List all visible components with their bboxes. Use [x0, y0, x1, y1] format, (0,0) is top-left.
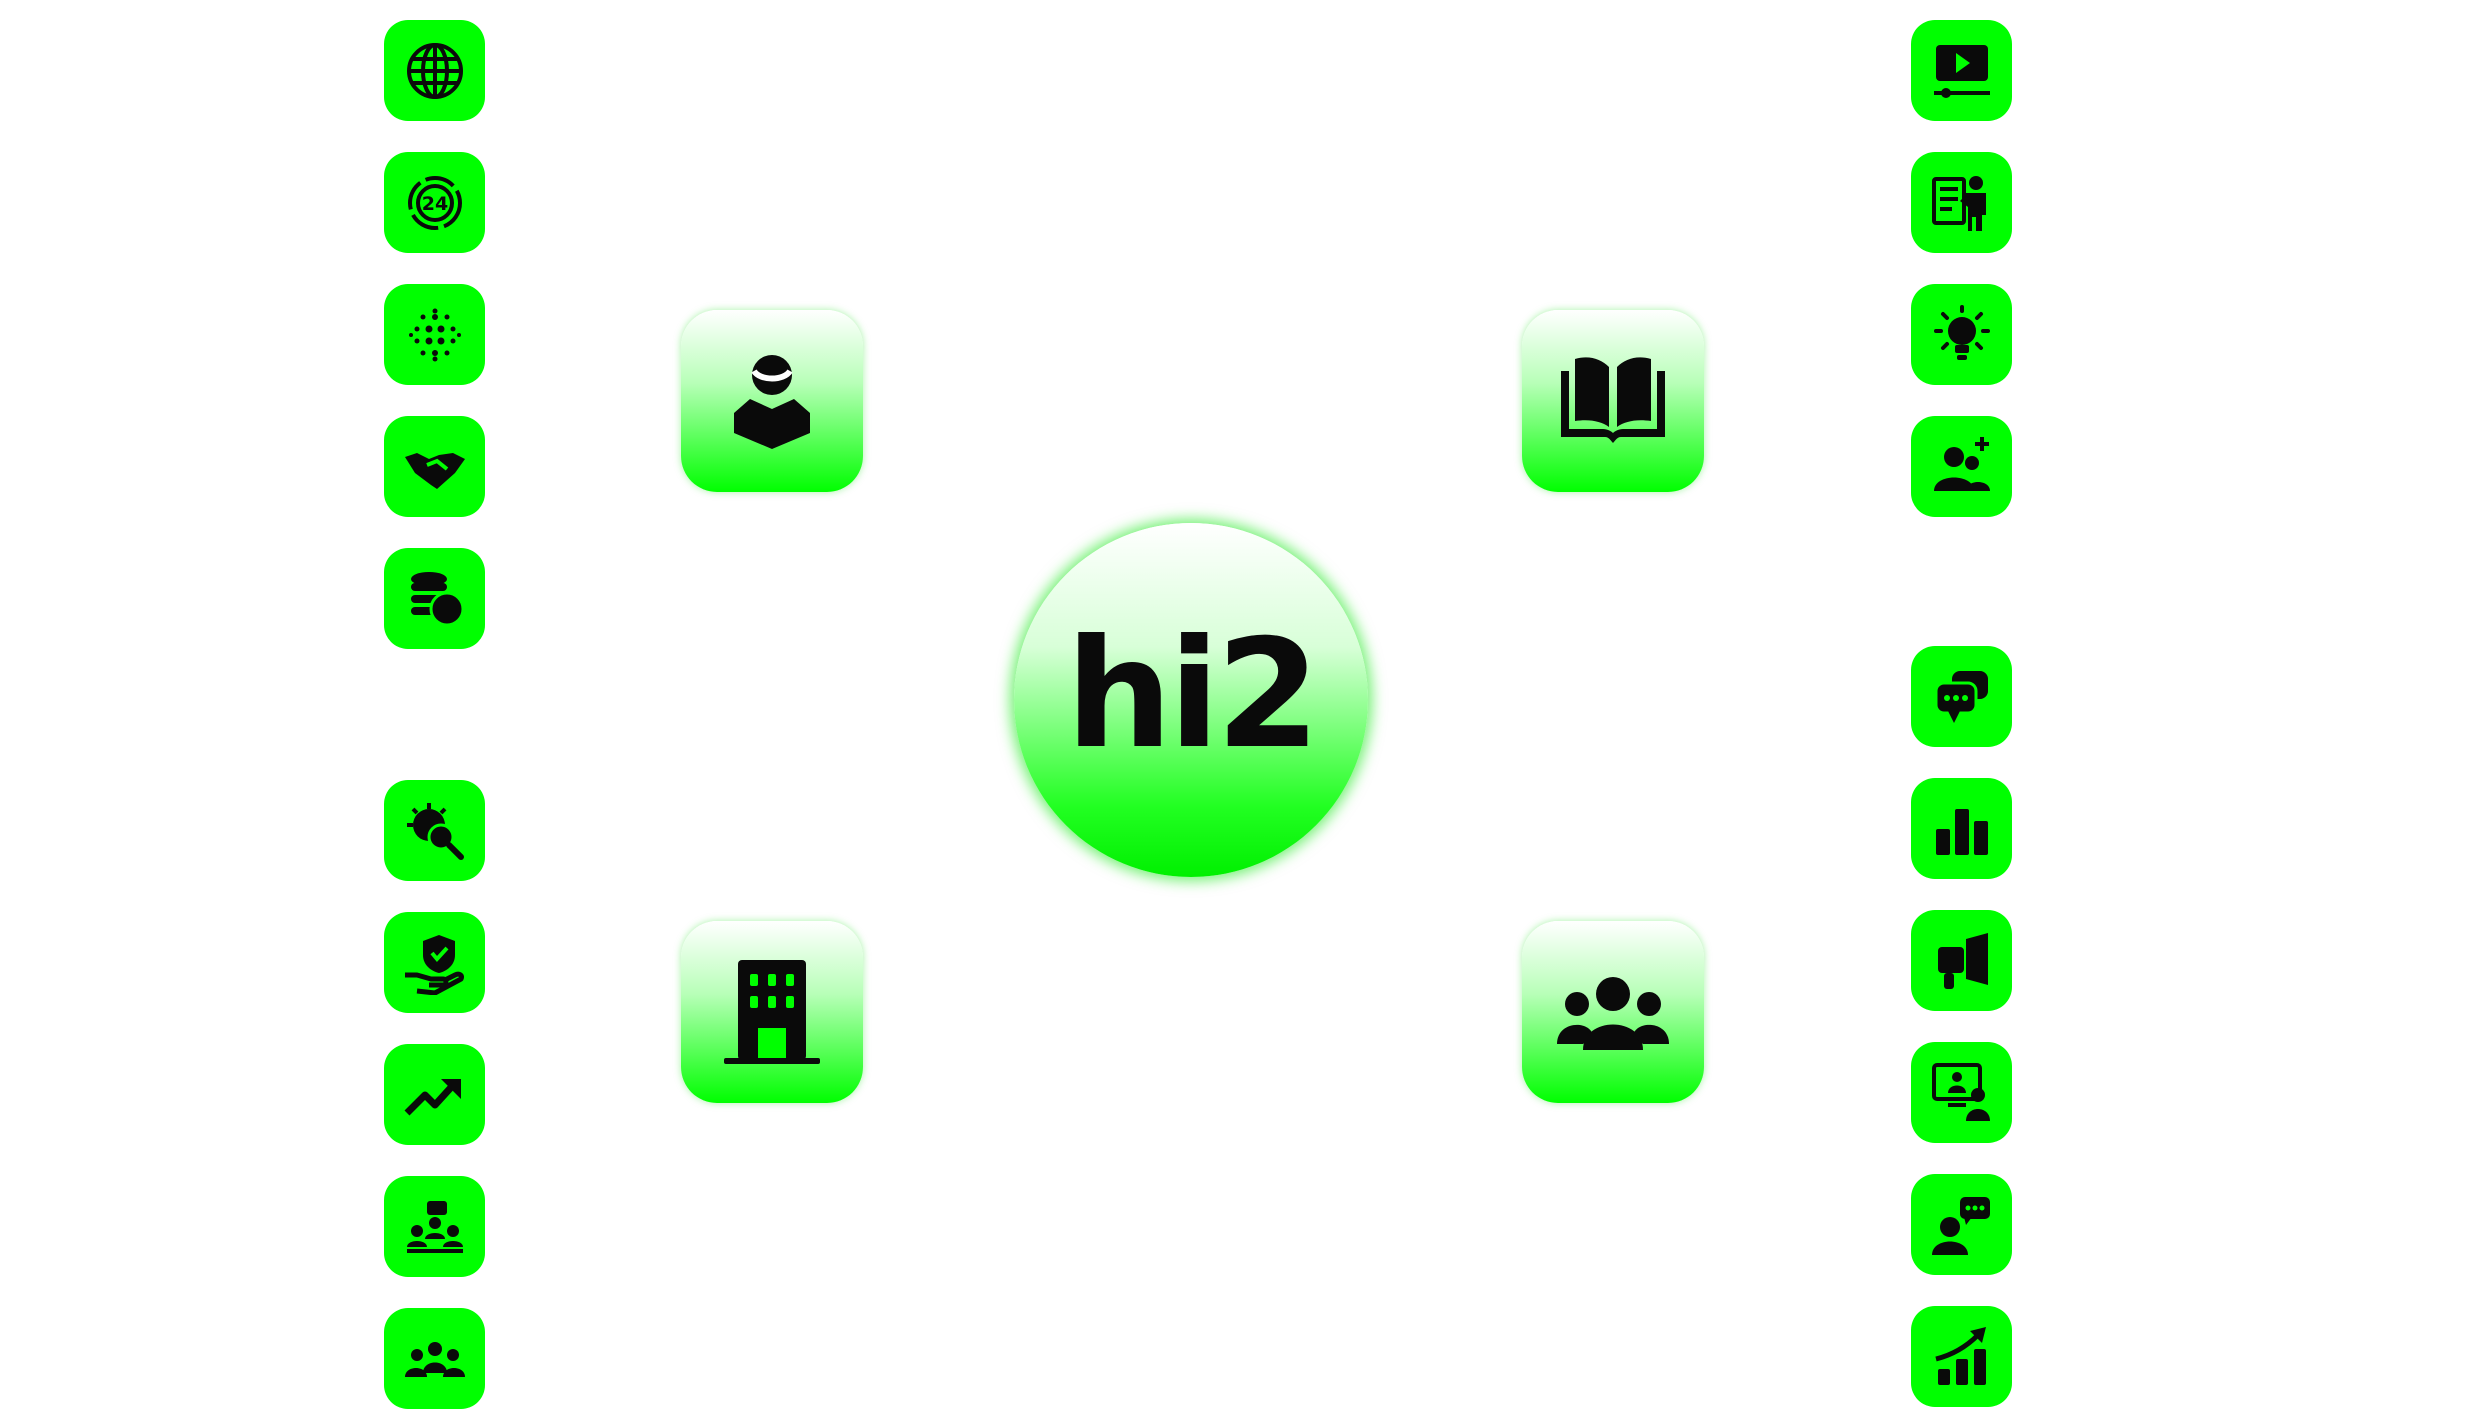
megaphone-icon	[1937, 932, 1988, 989]
dot-pattern-tile[interactable]	[384, 284, 485, 385]
team-hierarchy-icon	[406, 1200, 463, 1253]
presentation-tile[interactable]	[1911, 152, 2012, 253]
svg-text:24: 24	[421, 193, 447, 215]
lightbulb-tile[interactable]	[1911, 284, 2012, 385]
team-hierarchy-tile[interactable]	[384, 1176, 485, 1277]
trend-up-tile[interactable]	[384, 1044, 485, 1145]
chat-bubbles-tile[interactable]	[1911, 646, 2012, 747]
coins-icon	[410, 571, 464, 626]
hand-shield-icon	[404, 934, 464, 995]
megaphone-tile[interactable]	[1911, 910, 2012, 1011]
video-player-tile[interactable]	[1911, 20, 2012, 121]
person-card[interactable]	[681, 310, 863, 492]
hand-shield-tile[interactable]	[384, 912, 485, 1013]
growth-chart-icon	[1934, 1326, 1986, 1385]
lightbulb-icon	[1933, 304, 1990, 360]
online-meeting-icon	[1931, 1062, 1990, 1121]
bar-chart-tile[interactable]	[1911, 778, 2012, 879]
globe-tile[interactable]	[384, 20, 485, 121]
globe-icon	[406, 42, 463, 99]
add-user-icon	[1933, 436, 1990, 491]
person-icon	[734, 355, 810, 449]
users-icon	[1557, 977, 1669, 1050]
handshake-tile[interactable]	[384, 416, 485, 517]
growth-chart-tile[interactable]	[1911, 1306, 2012, 1407]
hub-title: hi2	[1065, 608, 1321, 782]
book-icon	[1561, 357, 1665, 443]
group-icon	[404, 1341, 465, 1377]
user-message-icon	[1931, 1196, 1990, 1255]
trend-up-icon	[404, 1078, 461, 1115]
virus-search-icon	[406, 802, 464, 860]
add-user-tile[interactable]	[1911, 416, 2012, 517]
user-message-tile[interactable]	[1911, 1174, 2012, 1275]
chat-bubbles-icon	[1934, 670, 1988, 723]
building-icon	[724, 960, 820, 1064]
bar-chart-icon	[1935, 808, 1988, 855]
presentation-icon	[1931, 175, 1986, 231]
virus-search-tile[interactable]	[384, 780, 485, 881]
clock-24-icon: 24	[407, 175, 462, 230]
clock-24-tile[interactable]: 24	[384, 152, 485, 253]
book-card[interactable]	[1522, 310, 1704, 492]
hub-circle[interactable]: hi2	[1014, 523, 1368, 877]
coins-tile[interactable]	[384, 548, 485, 649]
video-player-icon	[1933, 44, 1990, 98]
online-meeting-tile[interactable]	[1911, 1042, 2012, 1143]
dot-pattern-icon	[408, 308, 461, 361]
handshake-icon	[404, 452, 465, 489]
group-tile[interactable]	[384, 1308, 485, 1409]
building-card[interactable]	[681, 921, 863, 1103]
users-card[interactable]	[1522, 921, 1704, 1103]
